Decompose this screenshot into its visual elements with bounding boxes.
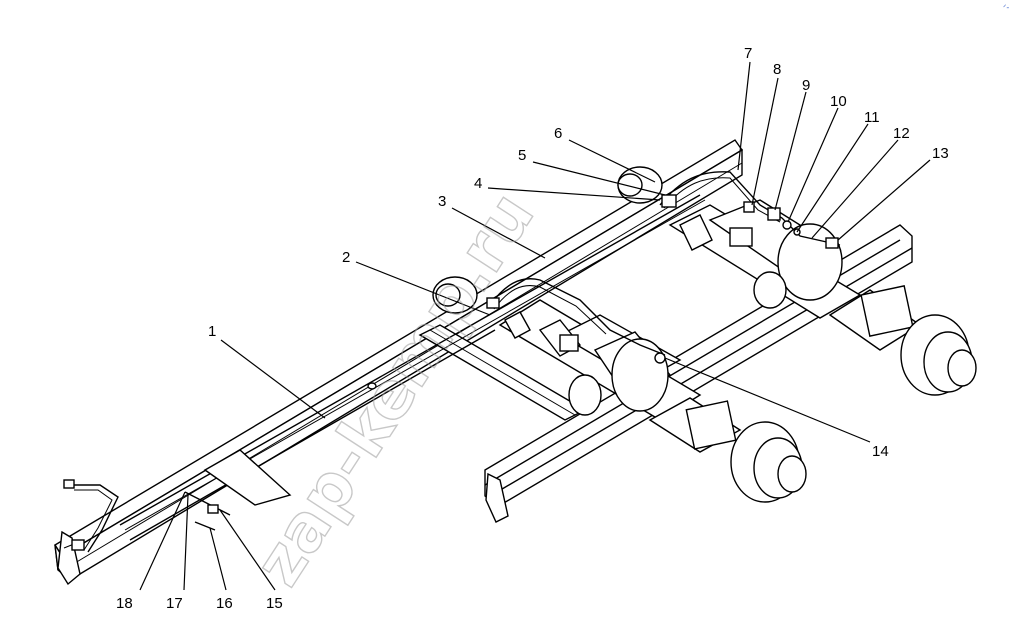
callout-8: 8: [773, 61, 781, 78]
corner-mark: ᐟ-: [1003, 3, 1009, 12]
callout-11: 11: [864, 109, 880, 126]
callout-5: 5: [518, 147, 526, 164]
callout-18: 18: [116, 595, 133, 612]
callout-labels: 1 2 3 4 5 6 7 8 9 10 11 12 13 14 15 16 1…: [116, 45, 949, 612]
callout-6: 6: [554, 125, 562, 142]
callout-10: 10: [830, 93, 847, 110]
callout-13: 13: [932, 145, 949, 162]
callout-9: 9: [802, 77, 810, 94]
brake-pipes: [63, 171, 841, 553]
callout-3: 3: [438, 193, 446, 210]
callout-4: 4: [474, 175, 482, 192]
callout-12: 12: [893, 125, 910, 142]
callout-7: 7: [744, 45, 752, 62]
callout-15: 15: [266, 595, 283, 612]
callout-2: 2: [342, 249, 350, 266]
callout-leaders: [139, 61, 931, 591]
front-axle: [617, 166, 977, 396]
callout-1: 1: [208, 323, 216, 340]
callout-14: 14: [872, 443, 889, 460]
rear-axle: [432, 276, 807, 503]
callout-17: 17: [166, 595, 183, 612]
callout-16: 16: [216, 595, 233, 612]
